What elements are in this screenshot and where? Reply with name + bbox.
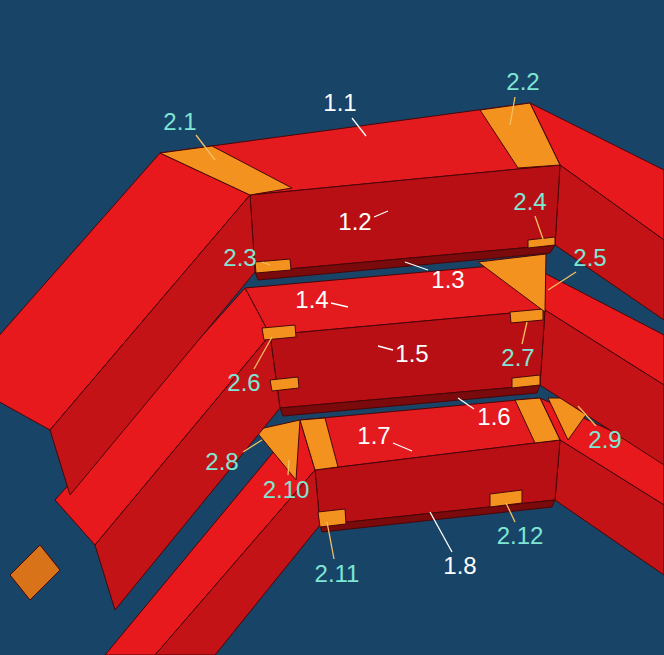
- callout-number: 2.8: [205, 450, 238, 474]
- joint-plate: [10, 545, 60, 600]
- callout-number: 1.1: [323, 91, 356, 115]
- joint-plate: [255, 259, 291, 273]
- joint-plate: [262, 325, 296, 340]
- callout-number: 2.10: [263, 478, 310, 502]
- joint-plate: [480, 103, 560, 168]
- leader-line: [430, 512, 452, 552]
- joint-plate: [510, 309, 543, 323]
- leader-line: [458, 398, 474, 409]
- leader-line: [374, 211, 388, 217]
- tier-top: [0, 103, 664, 600]
- leader-line: [535, 216, 543, 239]
- leader-line: [510, 97, 515, 125]
- callout-number: 1.7: [357, 424, 390, 448]
- beam-underside: [255, 245, 555, 280]
- leader-line: [378, 346, 393, 350]
- leader-line: [352, 118, 366, 136]
- arm-side-face: [50, 195, 255, 495]
- joint-plate: [160, 146, 292, 195]
- leader-line: [548, 272, 576, 290]
- leader-line: [262, 262, 270, 265]
- callout-number: 2.4: [513, 190, 546, 214]
- gusset-plate: [478, 254, 546, 312]
- callout-number: 1.6: [477, 405, 510, 429]
- callout-number: 2.12: [497, 524, 544, 548]
- callout-number: 2.6: [227, 371, 260, 395]
- leader-line: [522, 322, 527, 344]
- leader-line: [405, 262, 428, 270]
- callout-number: 2.9: [588, 428, 621, 452]
- leader-line: [196, 135, 215, 160]
- arm-side-face: [555, 165, 664, 320]
- callout-number: 2.2: [506, 70, 539, 94]
- joint-plate: [270, 377, 299, 391]
- joint-plate: [528, 237, 555, 248]
- callout-number: 1.8: [443, 554, 476, 578]
- arm-side-face: [555, 440, 664, 575]
- leader-line: [578, 406, 596, 426]
- arm-side-face: [540, 310, 664, 465]
- leader-line: [331, 303, 348, 307]
- callout-number: 2.11: [315, 562, 360, 586]
- joint-plate: [318, 509, 346, 527]
- callout-number: 1.4: [295, 288, 328, 312]
- callout-number: 2.5: [573, 246, 606, 270]
- leader-line: [254, 337, 272, 369]
- leader-line: [393, 443, 412, 451]
- leader-line: [288, 460, 289, 475]
- leader-line: [506, 503, 515, 522]
- joint-plate: [512, 375, 540, 388]
- leader-line: [327, 522, 334, 559]
- callout-number: 1.3: [431, 268, 464, 292]
- callout-number: 1.5: [395, 342, 428, 366]
- callout-number: 2.3: [223, 246, 256, 270]
- callout-number: 2.1: [163, 110, 196, 134]
- callout-number: 1.2: [338, 210, 371, 234]
- leader-line: [243, 440, 262, 452]
- joint-plate: [300, 418, 338, 470]
- leader-lines: [196, 97, 596, 559]
- callout-number: 2.7: [501, 346, 534, 370]
